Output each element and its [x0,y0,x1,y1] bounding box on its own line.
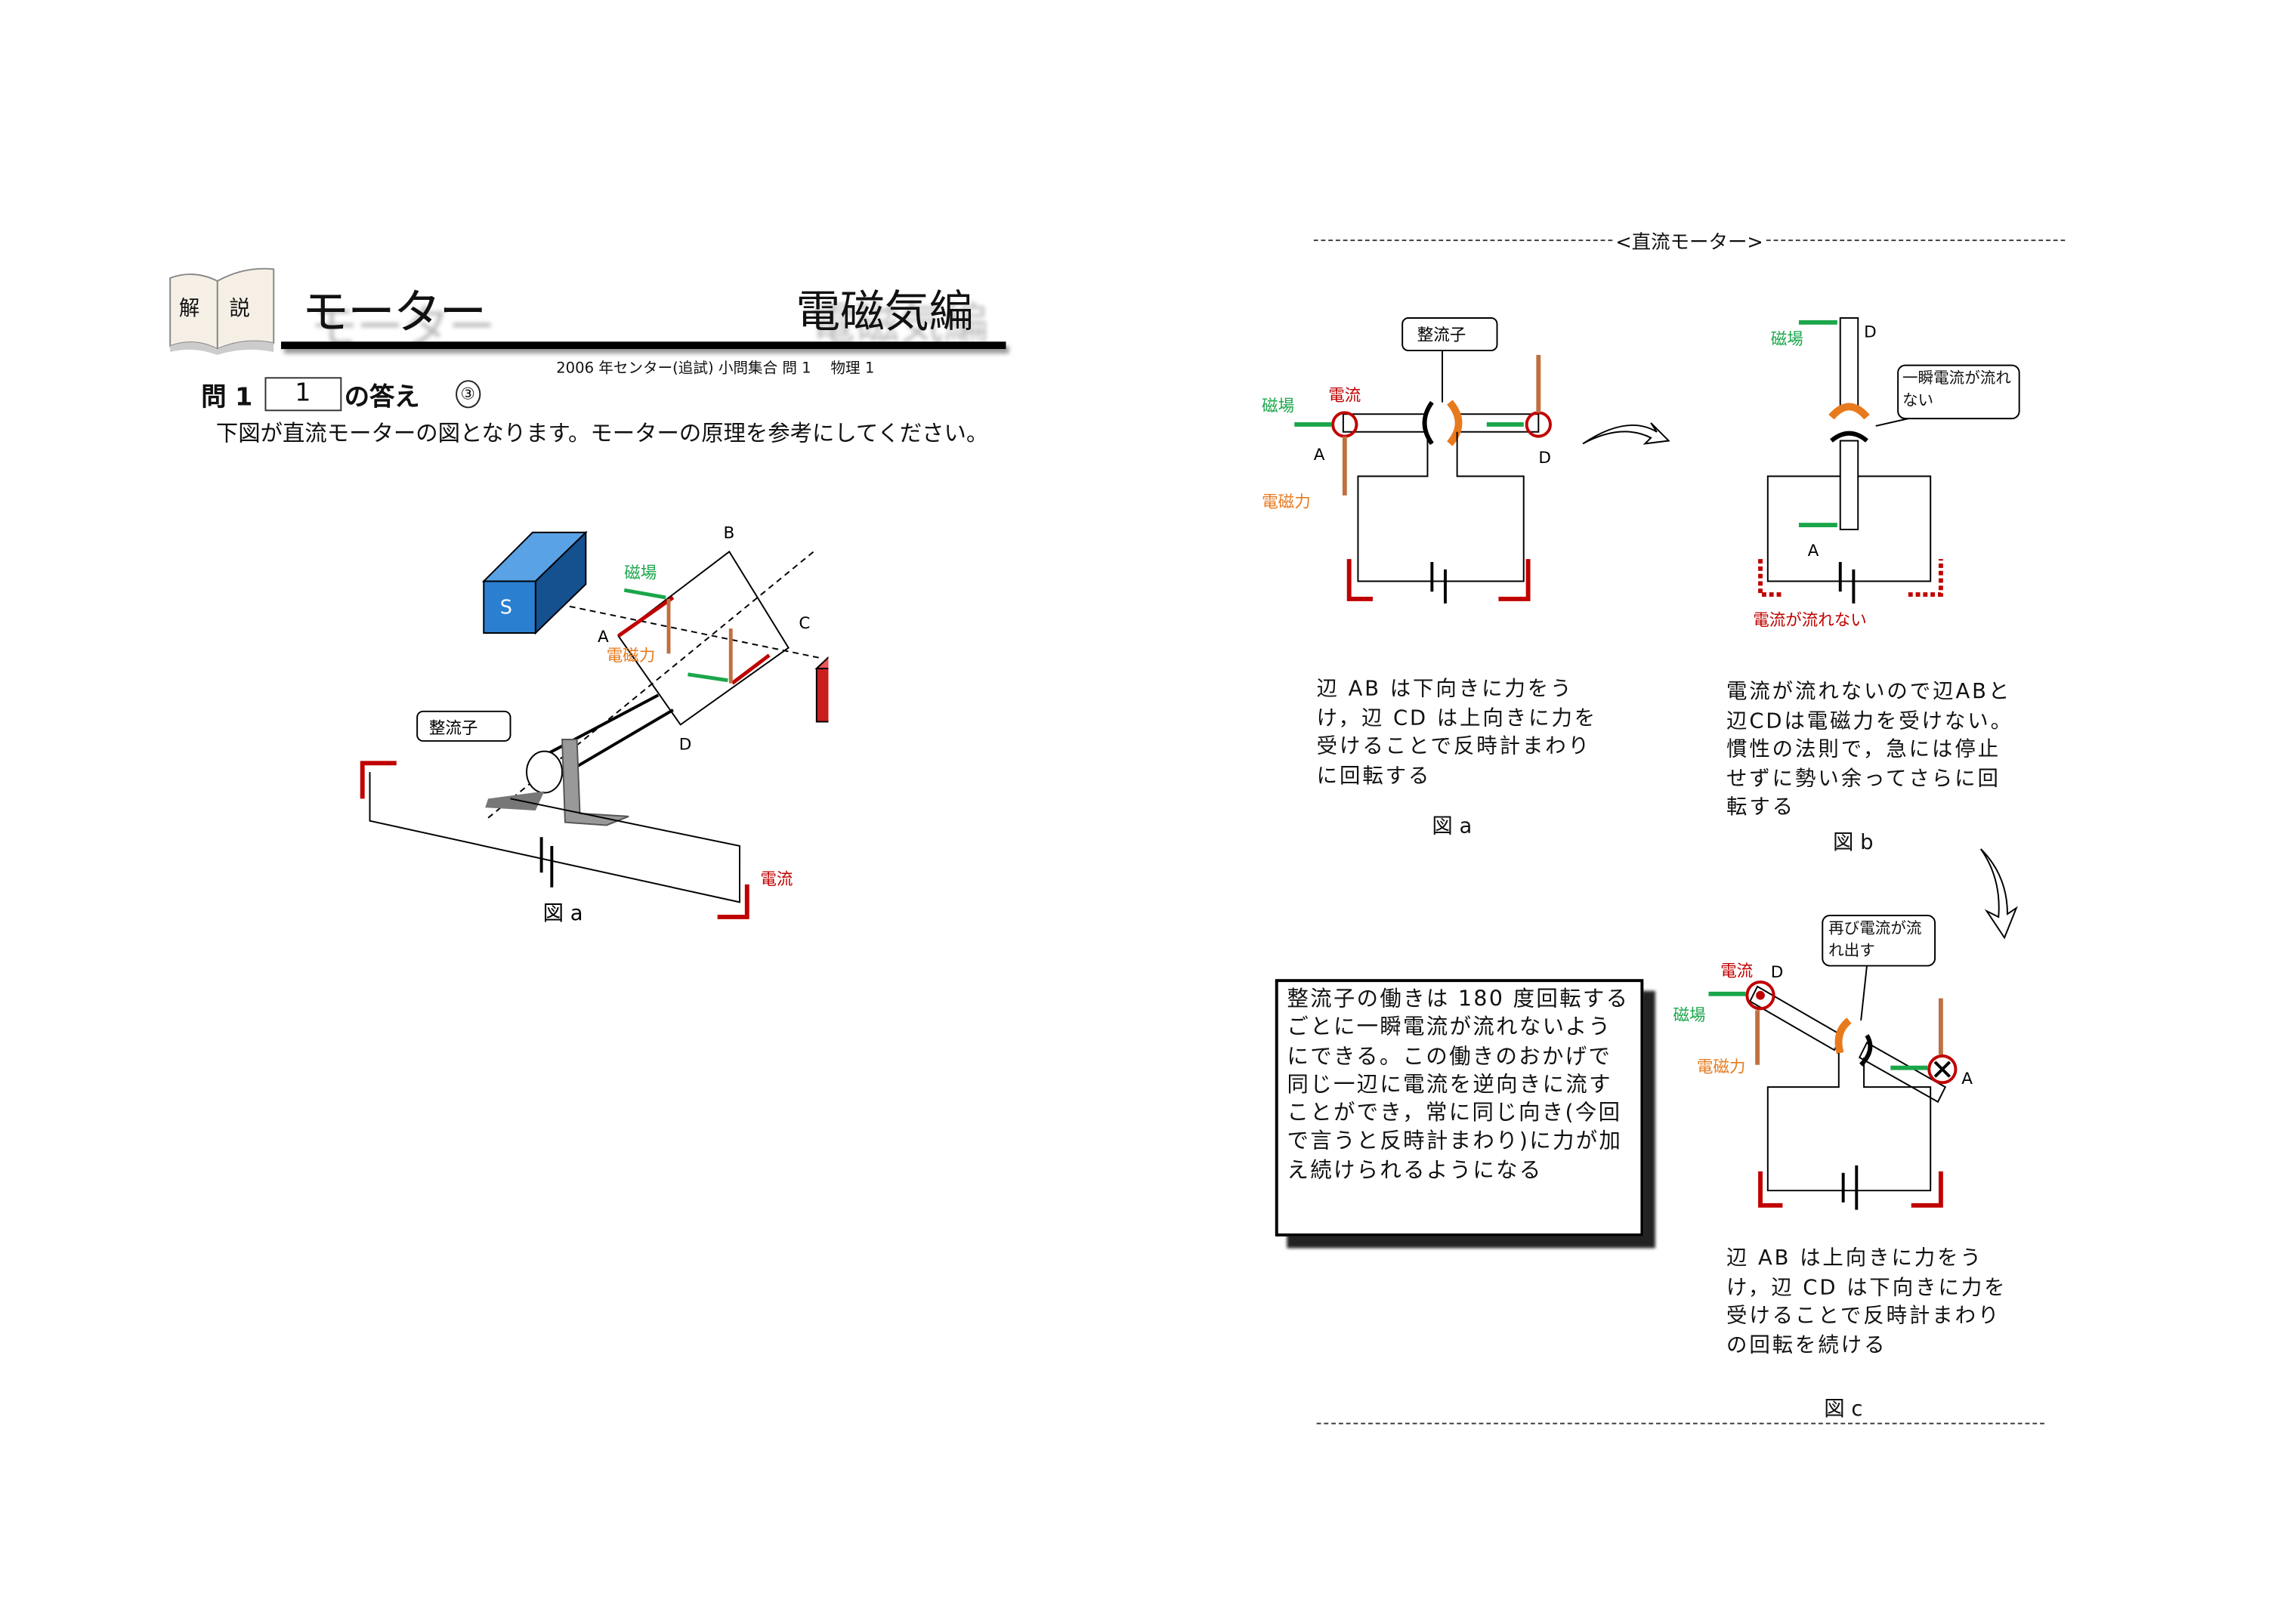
title-rule [281,341,1006,350]
callout-text: 再び電流が流れ出す [1828,919,1922,960]
question-header: 問 1 1 の答え ③ [201,375,481,412]
commutator-label: 整流子 [1417,326,1466,344]
figure-b-diagram: 磁場 D A 電流が流れない 一瞬電流が流れない [1753,316,2020,630]
curved-arrow-icon [1979,848,2018,940]
field-label: 磁場 [1673,1006,1705,1025]
category-title: 電磁気編 [796,286,974,339]
figure-c-diagram: 再び電流が流れ出す 電流 D 磁場 電磁力 A [1673,915,1973,1210]
figure-a-description: 辺 AB は下向きに力をうけ，辺 CD は上向きに力を受けることで反時計まわりに… [1316,677,1598,788]
section-header: <直流モーター> [1313,227,2066,255]
field-label: 磁場 [624,564,657,583]
field-label: 磁場 [1262,397,1294,415]
point-d-label: D [1771,963,1784,982]
field-line [569,605,821,659]
source-text: 2006 年センター(追試) 小問集合 問 1 物理 1 [556,360,875,378]
figure-b-caption: 図 b [1832,831,1874,855]
section-title: <直流モーター> [1615,232,1763,255]
magnet-s-label: S [500,597,512,619]
magnet-n [814,656,829,723]
book-icon: 解 説 [167,264,278,355]
intro-text: 下図が直流モーターの図となります。モーターの原理を参考にしてください。 [215,420,989,447]
figure-caption: 図 a [543,902,583,925]
point-a-label: A [598,628,609,647]
figure-a-caption: 図 a [1432,814,1473,839]
no-current-label: 電流が流れない [1753,611,1867,630]
point-a-label: A [1808,542,1819,560]
force-label: 電磁力 [1697,1058,1746,1077]
force-label: 電磁力 [607,647,656,665]
field-label: 磁場 [1771,330,1803,349]
current-arrow [360,761,397,799]
circuit-wire [369,772,740,903]
point-c-label: C [799,614,810,633]
answer-value: ③ [455,380,481,409]
figure-c-description: 辺 AB は上向きに力をうけ，辺 CD は下向きに力を受けることで反時計まわりの… [1726,1246,2007,1357]
book-label: 解 [178,297,200,321]
commutator-drum [526,750,564,794]
point-d-label: D [1864,323,1877,341]
motor-diagram: S N 整流子 B C D A 磁場 電磁力 電流 図 a [360,524,829,925]
magnet-s [481,530,588,635]
figure-a-diagram: 整流子 電流 磁場 電磁力 A D [1262,316,1670,604]
commutator-label: 整流子 [429,719,478,738]
page-title: モーター [301,283,487,341]
point-a-label: A [1314,446,1325,465]
point-d-label: D [679,736,692,755]
current-label: 電流 [1328,387,1361,406]
answer-box: 1 [264,377,341,412]
figure-b-description: 電流が流れないので辺ABと辺CDは電磁力を受けない。慣性の法則で，急には停止せず… [1726,680,2013,820]
current-label: 電流 [760,870,793,889]
question-label: 問 1 [201,383,253,413]
current-arrow [717,884,749,919]
point-b-label: B [723,524,734,543]
point-d-label: D [1538,449,1551,468]
answer-suffix: の答え [344,383,420,413]
current-label: 電流 [1720,962,1753,980]
commutator-note: 整流子の働きは 180 度回転するごとに一瞬電流が流れないようにできる。この働き… [1275,979,1644,1237]
axis-line [487,551,814,819]
force-label: 電磁力 [1262,493,1311,512]
curved-arrow-icon [1582,422,1670,445]
point-a-label: A [1961,1070,1973,1088]
callout-text: 一瞬電流が流れない [1902,369,2011,410]
section-bottom-rule [1316,1422,2044,1425]
figure-c-caption: 図 c [1824,1397,1863,1422]
book-label: 説 [229,297,250,321]
